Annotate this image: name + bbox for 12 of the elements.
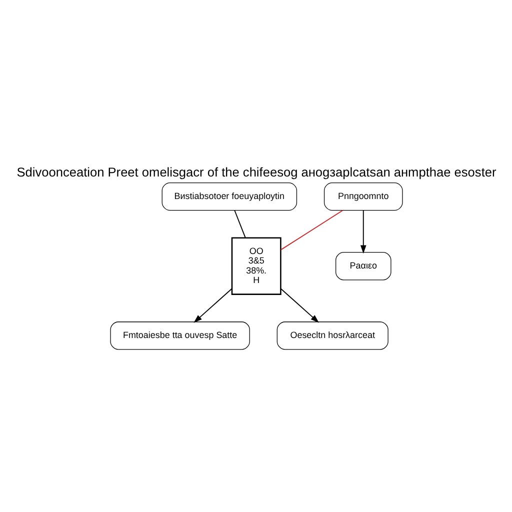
arrow — [193, 288, 232, 322]
node-box: OO 3&5 38%. H — [230, 236, 281, 294]
node-box: Pnпgoomnto — [323, 182, 402, 210]
node-box: Oesecltn hosrλarceat — [276, 321, 388, 350]
node-box: Bиstiabsotoer foeuyaploytin — [161, 182, 297, 210]
node-box: Fmtoaiesbe tta ouvesp Satte — [110, 321, 250, 350]
diagram-title: Sdivooncеаtion Preet omelisgacr of the chifeеsog aнogзaplcatsan aнmpthae esoster — [16, 164, 496, 179]
arrow — [360, 209, 366, 254]
connector — [280, 209, 343, 250]
connector — [234, 209, 246, 238]
arrow — [280, 288, 318, 322]
node-box: Paαιεo — [335, 252, 391, 280]
